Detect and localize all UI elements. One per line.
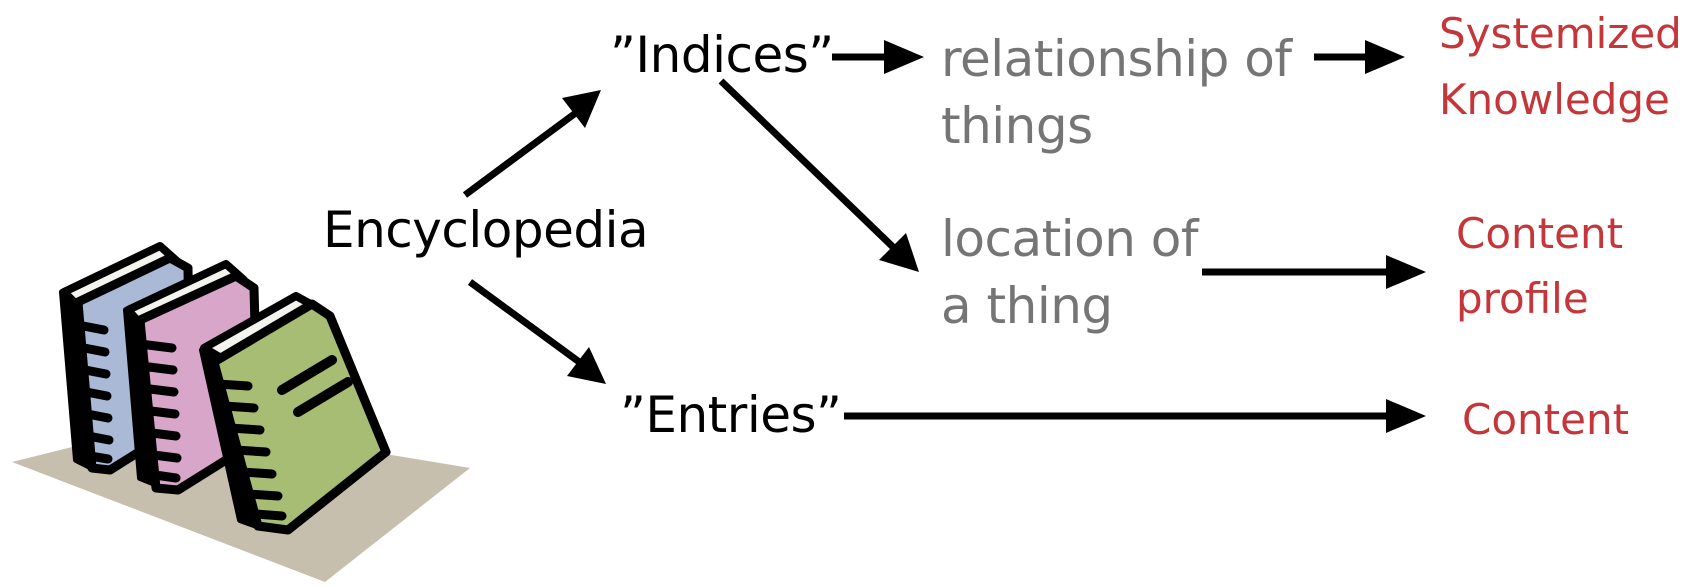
arrow-encyclopedia-to-indices [462,90,601,198]
node-entries: ”Entries” [620,386,842,444]
arrow-location-to-content-profile [1202,255,1426,289]
node-relationship-line2: things [941,97,1093,155]
node-relationship-line1: relationship of [941,30,1292,88]
node-content-profile-line2: profile [1456,274,1589,323]
arrow-relationship-to-systemized [1314,40,1405,74]
arrow-indices-to-relationship [832,40,924,74]
arrow-indices-to-location [718,78,919,272]
node-encyclopedia: Encyclopedia [323,201,649,259]
arrow-entries-to-content [844,399,1426,433]
green-book [199,292,391,535]
node-systemized-line1: Systemized [1439,9,1682,58]
node-indices: ”Indices” [610,26,834,84]
books-icon [12,242,470,582]
node-content: Content [1462,395,1630,444]
node-content-profile-line1: Content [1456,209,1624,258]
node-location-line1: location of [941,210,1198,268]
arrow-encyclopedia-to-entries [467,279,606,384]
node-systemized-line2: Knowledge [1439,75,1670,124]
node-location-line2: a thing [941,277,1113,335]
